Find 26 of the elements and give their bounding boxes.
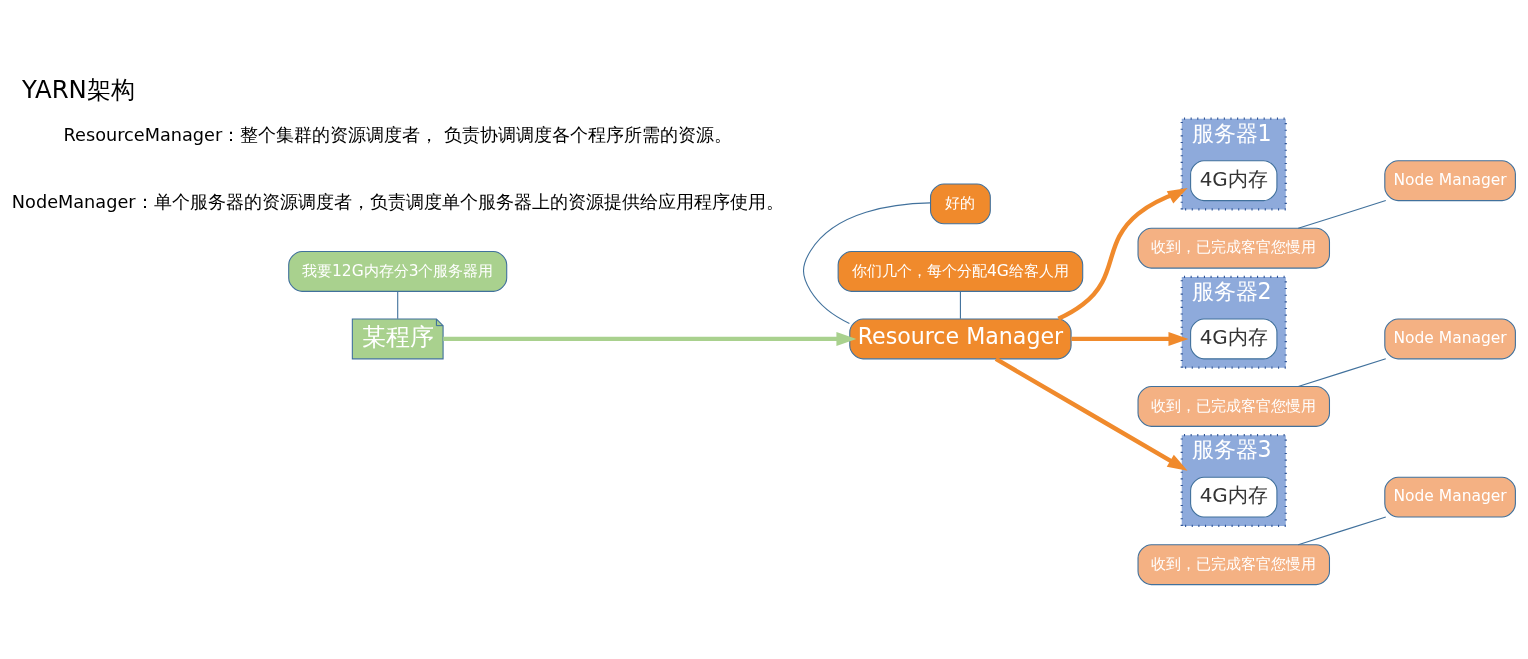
node-box: 4G内存 xyxy=(1190,476,1278,518)
connector xyxy=(397,290,399,320)
node-box: 你们几个，每个分配4G给客人用 xyxy=(837,250,1084,292)
node-box: 收到，已完成客官您慢用 xyxy=(1137,544,1331,586)
node-box: 我要12G内存分3个服务器用 xyxy=(288,250,508,292)
arrow xyxy=(443,331,857,346)
node-box: 收到，已完成客官您慢用 xyxy=(1137,227,1331,269)
node-box: Node Manager xyxy=(1384,160,1516,202)
arrow xyxy=(1057,187,1188,321)
node-box: Node Manager xyxy=(1384,476,1516,518)
connector xyxy=(959,290,961,320)
connector xyxy=(1297,200,1387,229)
label: NodeManager：单个服务器的资源调度者，负责调度单个服务器上的资源提供给应用程序使用。 xyxy=(11,192,784,213)
label: ResourceManager：整个集群的资源调度者， 负责协调调度各个程序所需的资源。 xyxy=(63,124,732,145)
node-box: Resource Manager xyxy=(849,318,1072,360)
node-box: 好的 xyxy=(930,183,991,225)
node-box: Node Manager xyxy=(1384,318,1516,360)
node-box: 4G内存 xyxy=(1190,318,1278,360)
node-box: 收到，已完成客官您慢用 xyxy=(1137,385,1331,427)
diagram-title: YARN架构 xyxy=(22,75,135,105)
node-box: 4G内存 xyxy=(1190,160,1278,202)
arrow xyxy=(994,357,1188,471)
connector xyxy=(1297,516,1387,546)
connector xyxy=(802,202,931,324)
connector xyxy=(1297,358,1387,387)
arrow xyxy=(1071,331,1189,346)
